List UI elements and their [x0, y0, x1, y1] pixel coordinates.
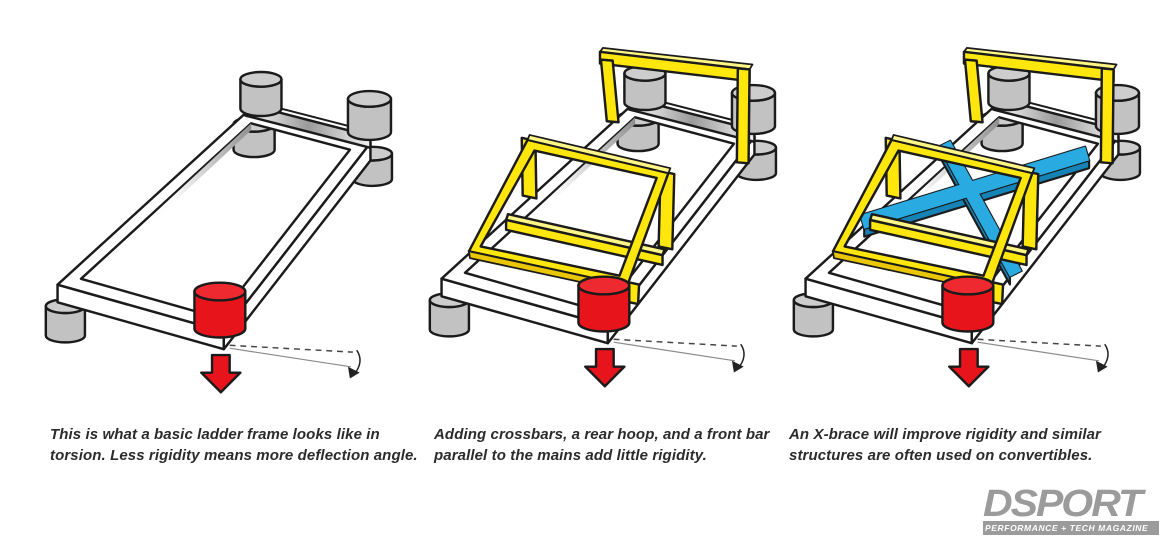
logo-tagline: PERFORMANCE + TECH MAGAZINE	[983, 520, 1159, 535]
caption-basic-frame: This is what a basic ladder frame looks …	[50, 425, 418, 466]
torsion-load-marker	[577, 275, 746, 388]
basic-ladder-frame-illustration	[44, 70, 394, 394]
caption-x-brace: An X-brace will improve rigidity and sim…	[789, 425, 1144, 466]
caption-line: An X-brace will improve rigidity and sim…	[789, 426, 1101, 443]
logo-brand-text: DSPORT	[983, 482, 1143, 525]
torsion-load-marker	[941, 275, 1110, 388]
caption-line: This is what a basic ladder frame looks …	[50, 426, 380, 443]
caption-line: parallel to the mains add little rigidit…	[434, 446, 707, 464]
dsport-logo: DSPORT PERFORMANCE + TECH MAGAZINE	[983, 482, 1159, 535]
crossbar-hoop-frame-illustration	[428, 46, 778, 388]
caption-crossbar-hoop: Adding crossbars, a rear hoop, and a fro…	[434, 425, 779, 466]
x-brace-frame-illustration	[792, 46, 1142, 388]
caption-line: Adding crossbars, a rear hoop, and a fro…	[434, 426, 770, 443]
torsion-load-marker	[193, 281, 362, 394]
caption-line: torsion. Less rigidity means more deflec…	[50, 446, 418, 464]
caption-line: structures are often used on convertible…	[789, 446, 1093, 464]
